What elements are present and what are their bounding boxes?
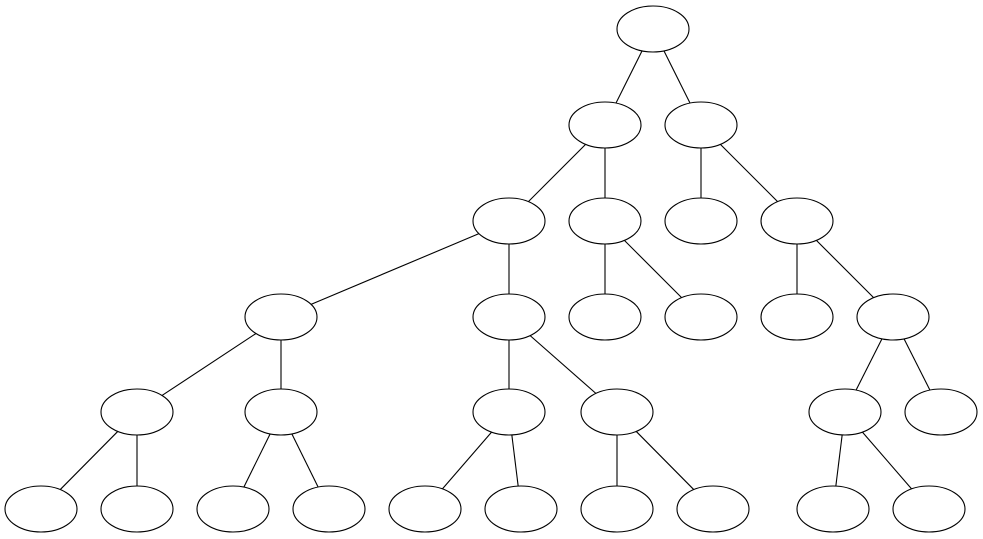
tree-node-n7 xyxy=(244,293,318,341)
tree-node-n28 xyxy=(892,485,966,533)
tree-node-n24 xyxy=(484,485,558,533)
tree-node-n11 xyxy=(760,293,834,341)
tree-node-n26 xyxy=(676,485,750,533)
edge-n0-n2 xyxy=(663,50,691,104)
tree-node-n15 xyxy=(472,388,546,436)
edge-n12-n18 xyxy=(903,338,931,391)
tree-node-n18 xyxy=(904,388,978,436)
edge-n17-n28 xyxy=(862,431,912,490)
tree-node-n25 xyxy=(580,485,654,533)
edge-n14-n21 xyxy=(243,433,271,488)
tree-node-n9 xyxy=(568,293,642,341)
tree-node-n27 xyxy=(796,485,870,533)
tree-node-n12 xyxy=(856,293,930,341)
tree-node-n23 xyxy=(388,485,462,533)
tree-node-n5 xyxy=(664,197,738,245)
edge-n15-n24 xyxy=(511,434,519,487)
edge-n8-n16 xyxy=(529,335,597,394)
tree-node-n14 xyxy=(244,388,318,436)
tree-node-n2 xyxy=(664,101,738,149)
tree-node-n22 xyxy=(292,485,366,533)
tree-node-n21 xyxy=(196,485,270,533)
edge-n13-n19 xyxy=(59,431,119,490)
edge-n7-n13 xyxy=(161,333,257,396)
tree-node-n13 xyxy=(100,388,174,436)
tree-node-n3 xyxy=(472,197,546,245)
tree-node-n16 xyxy=(580,388,654,436)
tree-node-n4 xyxy=(568,197,642,245)
edge-n6-n12 xyxy=(815,239,875,299)
tree-node-n19 xyxy=(4,485,78,533)
tree-node-n10 xyxy=(664,293,738,341)
edge-n14-n22 xyxy=(291,433,319,488)
edge-n2-n6 xyxy=(719,143,779,203)
tree-node-n8 xyxy=(472,293,546,341)
edge-n0-n1 xyxy=(615,50,643,104)
tree-node-n6 xyxy=(760,197,834,245)
tree-node-n0 xyxy=(616,5,690,53)
edge-n3-n7 xyxy=(310,233,480,305)
edge-n15-n23 xyxy=(442,431,492,490)
edge-n1-n3 xyxy=(527,143,587,203)
edge-n4-n10 xyxy=(623,239,683,299)
nodes xyxy=(4,5,978,533)
tree-node-n20 xyxy=(100,485,174,533)
tree-node-n1 xyxy=(568,101,642,149)
edge-n12-n17 xyxy=(855,338,883,391)
edges xyxy=(59,50,931,490)
edge-n17-n27 xyxy=(835,434,843,487)
tree-node-n17 xyxy=(808,388,882,436)
edge-n16-n26 xyxy=(635,431,695,490)
